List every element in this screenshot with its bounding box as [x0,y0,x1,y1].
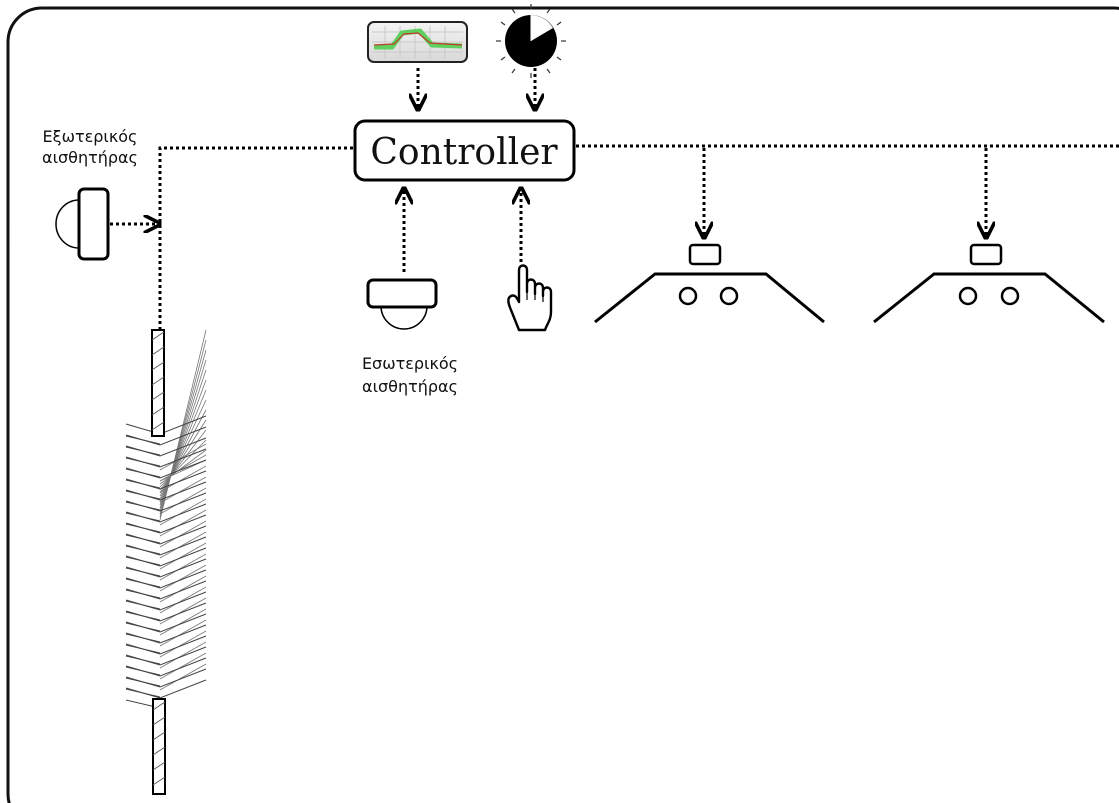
light-ray [159,586,207,614]
light-ray [159,399,207,500]
blind-slat [125,481,207,501]
light-ray [159,487,207,515]
light-ray [159,520,207,548]
external-sensor-label: Εξωτερικός αισθητήρας [42,127,138,167]
svg-text:Εσωτερικός: Εσωτερικός [362,354,458,373]
controller-box: Controller [353,119,576,182]
blind-slat [125,448,207,468]
light-ray [159,641,207,669]
light-ray [159,429,207,491]
light-ray [159,409,207,497]
internal-sensor-icon [366,278,438,330]
blind-slat [125,624,207,644]
light-ray [159,575,207,603]
blind-slat [125,426,207,446]
light-ray [159,564,207,592]
internal-sensor-label: Εσωτερικός αισθητήρας [362,354,458,396]
frame-border [6,6,1119,803]
light-ray [159,419,207,494]
clock-icon [496,4,566,78]
blind-slat [125,679,207,699]
venetian-blinds-icon [125,329,207,795]
light-ray [159,652,207,680]
blind-slat [125,503,207,523]
blind-slat [125,470,207,490]
bus-line-left [158,146,353,330]
blind-slat [125,514,207,534]
blind-slat [125,547,207,567]
light-ray [159,597,207,625]
blind-slat [125,657,207,677]
blind-slat [125,437,207,457]
light-ray [159,553,207,581]
light-ray [159,509,207,537]
blind-slat [125,525,207,545]
controller-label: Controller [370,132,558,173]
blind-slat [125,668,207,688]
svg-text:Εξωτερικός: Εξωτερικός [43,127,138,146]
light-ray [159,454,207,482]
light-ray [159,531,207,559]
light-ray [159,663,207,691]
light-ray [159,630,207,658]
blind-slat [125,569,207,589]
light-ray [159,449,207,485]
blind-slat [125,635,207,655]
blind-slat [125,580,207,600]
blind-slat [125,613,207,633]
svg-text:αισθητήρας: αισθητήρας [42,148,138,167]
light-ray [159,542,207,570]
blind-slat [125,558,207,578]
light-ray [159,608,207,636]
blind-slat [125,646,207,666]
light-ray [159,476,207,504]
daylight-chart-icon [367,21,468,63]
blind-slat [125,459,207,479]
light-ray [159,443,207,471]
light-ray [159,619,207,647]
blind-slat [125,591,207,611]
svg-text:αισθητήρας: αισθητήρας [362,377,458,396]
blind-slat [125,536,207,556]
luminaire-icon [594,243,825,324]
hand-pointer-icon [507,264,553,332]
blind-slat [125,492,207,512]
light-ray [159,465,207,493]
luminaire-icon [873,243,1105,324]
blind-slat [125,602,207,622]
light-ray [159,498,207,526]
light-ray [159,439,207,488]
external-sensor-icon [55,187,110,261]
